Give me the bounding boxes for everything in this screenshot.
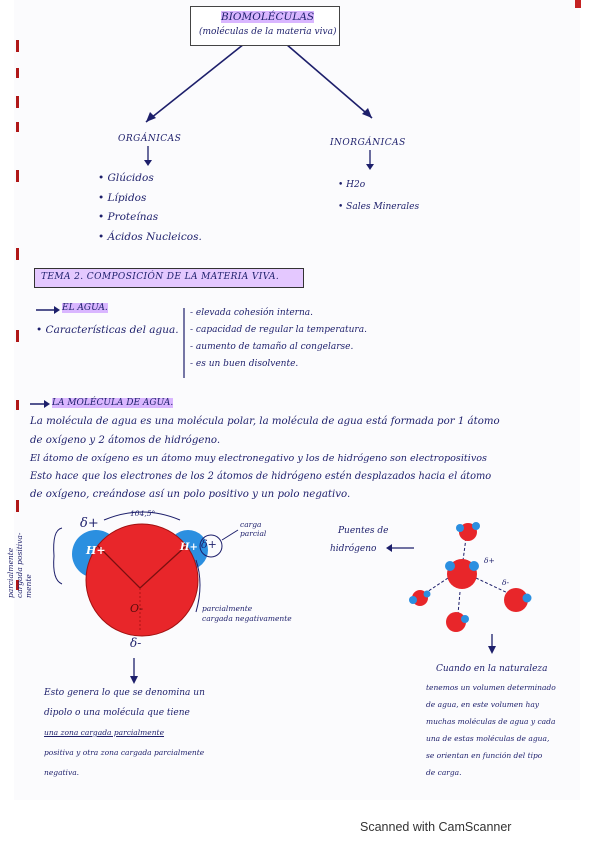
puentes-line: una de estas moléculas de agua, bbox=[426, 734, 550, 743]
camscanner-watermark: Scanned with CamScanner bbox=[360, 820, 512, 834]
list-item: • Glúcidos bbox=[98, 172, 154, 184]
edge-mark bbox=[16, 170, 19, 182]
carga-parcial-label: carga parcial bbox=[240, 520, 267, 538]
tema-title: TEMA 2. COMPOSICIÓN DE LA MATERIA VIVA. bbox=[41, 272, 280, 282]
network-delta-minus: δ- bbox=[502, 578, 510, 587]
dipolo-line: negativa. bbox=[44, 768, 80, 777]
title-sub: (moléculas de la materia viva) bbox=[199, 27, 337, 37]
edge-mark bbox=[16, 400, 19, 410]
organicas-heading: ORGÁNICAS bbox=[118, 134, 182, 144]
agua-label: • Características del agua. bbox=[36, 324, 179, 336]
paragraph-line: de oxígeno y 2 átomos de hidrógeno. bbox=[30, 435, 221, 446]
dipolo-line: dipolo o una molécula que tiene bbox=[44, 708, 190, 718]
list-item: • Ácidos Nucleicos. bbox=[98, 231, 202, 243]
angle-label: 104,5° bbox=[130, 509, 156, 518]
edge-mark bbox=[16, 40, 19, 52]
edge-mark bbox=[16, 96, 19, 108]
negative-label-2: cargada negativamente bbox=[202, 614, 292, 623]
puentes-line: se orientan en función del tipo bbox=[426, 751, 543, 760]
oxygen-label: O- bbox=[130, 602, 144, 615]
edge-mark bbox=[16, 580, 19, 590]
delta-plus-right: δ+ bbox=[201, 538, 217, 551]
puentes-line: muchas moléculas de agua y cada bbox=[426, 717, 556, 726]
puentes-line: de carga. bbox=[426, 768, 462, 777]
network-delta-plus: δ+ bbox=[484, 556, 495, 565]
puentes-label-2: hidrógeno bbox=[330, 544, 377, 554]
title-main: BIOMOLÉCULAS bbox=[221, 11, 315, 23]
paragraph-line: de oxígeno, creándose así un polo positi… bbox=[30, 489, 351, 500]
dipolo-line: una zona cargada parcialmente bbox=[44, 728, 165, 737]
list-item: • Lípidos bbox=[98, 192, 147, 204]
delta-minus: δ- bbox=[130, 636, 142, 650]
dipolo-line: positiva y otra zona cargada parcialment… bbox=[44, 748, 205, 757]
list-item: - aumento de tamaño al congelarse. bbox=[190, 342, 354, 352]
tema-box: TEMA 2. COMPOSICIÓN DE LA MATERIA VIVA. bbox=[34, 268, 304, 288]
corner-mark bbox=[575, 0, 581, 8]
list-item: • Sales Minerales bbox=[338, 202, 420, 212]
list-item: • H2o bbox=[338, 180, 366, 190]
list-item: • Proteínas bbox=[98, 211, 159, 223]
hydrogen-right-label: H+ bbox=[180, 542, 198, 553]
delta-plus-left: δ+ bbox=[80, 516, 99, 531]
paragraph-line: El átomo de oxígeno es un átomo muy elec… bbox=[30, 453, 487, 464]
edge-mark bbox=[16, 330, 19, 342]
list-item: - es un buen disolvente. bbox=[190, 359, 299, 369]
puentes-line: Cuando en la naturaleza bbox=[436, 664, 548, 674]
edge-mark bbox=[16, 248, 19, 260]
puentes-line: de agua, en este volumen hay bbox=[426, 700, 540, 709]
edge-mark bbox=[16, 500, 19, 512]
paragraph-line: La molécula de agua es una molécula pola… bbox=[30, 416, 500, 427]
molecula-heading: LA MOLÉCULA DE AGUA. bbox=[52, 398, 174, 408]
inorganicas-heading: INORGÁNICAS bbox=[330, 138, 406, 148]
edge-mark bbox=[16, 68, 19, 78]
negative-label-1: parcialmente bbox=[202, 604, 253, 613]
title-main-text: BIOMOLÉCULAS bbox=[221, 11, 315, 23]
paragraph-line: Esto hace que los electrones de los 2 át… bbox=[30, 471, 492, 482]
title-box: BIOMOLÉCULAS (moléculas de la materia vi… bbox=[190, 6, 340, 46]
dipolo-line: Esto genera lo que se denomina un bbox=[44, 688, 205, 698]
puentes-line: tenemos un volumen determinado bbox=[426, 683, 556, 692]
edge-mark bbox=[16, 122, 19, 132]
list-item: - capacidad de regular la temperatura. bbox=[190, 325, 367, 335]
puentes-label-1: Puentes de bbox=[338, 526, 389, 536]
list-item: - elevada cohesión interna. bbox=[190, 308, 313, 318]
left-vertical-label: parcialmente cargada positiva- mente bbox=[6, 532, 33, 598]
agua-heading: EL AGUA. bbox=[62, 303, 108, 313]
hydrogen-left-label: H+ bbox=[86, 544, 106, 557]
